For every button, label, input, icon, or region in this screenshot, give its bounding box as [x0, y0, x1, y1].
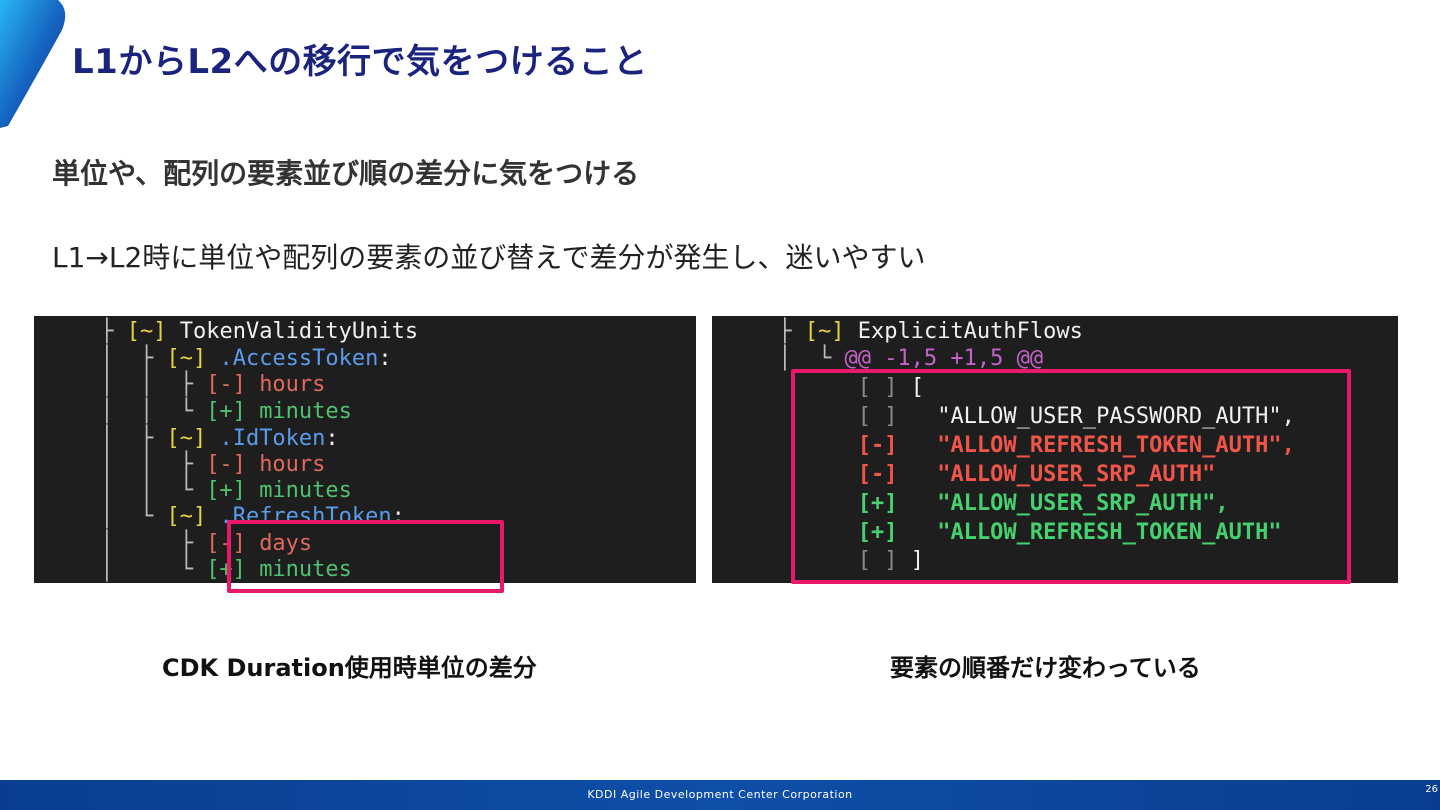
code-line: │ │ └ [+] minutes: [34, 478, 352, 503]
highlight-box-order: [791, 369, 1351, 584]
highlight-box-units: [227, 520, 504, 593]
brand-logo-icon: [0, 0, 66, 128]
code-line: [-] "ALLOW_REFRESH_TOKEN_AUTH",: [857, 433, 1295, 458]
code-line: [ ] ]: [857, 548, 924, 573]
code-line: │ ├ [-] days: [34, 531, 313, 556]
code-line: ├ [~] TokenValidityUnits: [34, 319, 419, 344]
footer-bar: KDDI Agile Development Center Corporatio…: [0, 780, 1440, 810]
code-line: │ ├ [~] .IdToken:: [34, 426, 339, 451]
code-line: [+] "ALLOW_REFRESH_TOKEN_AUTH": [857, 520, 1282, 545]
code-line: [ ] "ALLOW_USER_PASSWORD_AUTH",: [857, 404, 1295, 429]
code-line: [-] "ALLOW_USER_SRP_AUTH": [857, 462, 1216, 487]
code-diff-panel-order: ├ [~] ExplicitAuthFlows │ └ @@ -1,5 +1,5…: [712, 316, 1398, 583]
code-line: │ │ ├ [-] hours: [34, 372, 326, 397]
code-line: │ │ └ [+] minutes: [34, 399, 352, 424]
footer-company: KDDI Agile Development Center Corporatio…: [587, 788, 853, 801]
subheading: 単位や、配列の要素並び順の差分に気をつける: [52, 157, 640, 190]
code-line: │ └ [+] minutes: [34, 557, 352, 582]
code-line: │ └ @@ -1,5 +1,5 @@: [712, 346, 1044, 371]
caption-order: 要素の順番だけ変わっている: [890, 654, 1201, 682]
slide-title: L1からL2への移行で気をつけること: [72, 42, 648, 82]
caption-units: CDK Duration使用時単位の差分: [162, 654, 537, 682]
code-line: │ ├ [~] .AccessToken:: [34, 346, 392, 371]
page-number: 26: [1425, 784, 1438, 795]
body-text: L1→L2時に単位や配列の要素の並び替えで差分が発生し、迷いやすい: [52, 241, 926, 274]
code-line: │ │ ├ [-] hours: [34, 452, 326, 477]
code-line: [ ] [: [857, 375, 924, 400]
code-line: [+] "ALLOW_USER_SRP_AUTH",: [857, 491, 1229, 516]
code-diff-panel-units: ├ [~] TokenValidityUnits │ ├ [~] .Access…: [34, 316, 696, 583]
code-line: ├ [~] ExplicitAuthFlows: [712, 319, 1083, 344]
